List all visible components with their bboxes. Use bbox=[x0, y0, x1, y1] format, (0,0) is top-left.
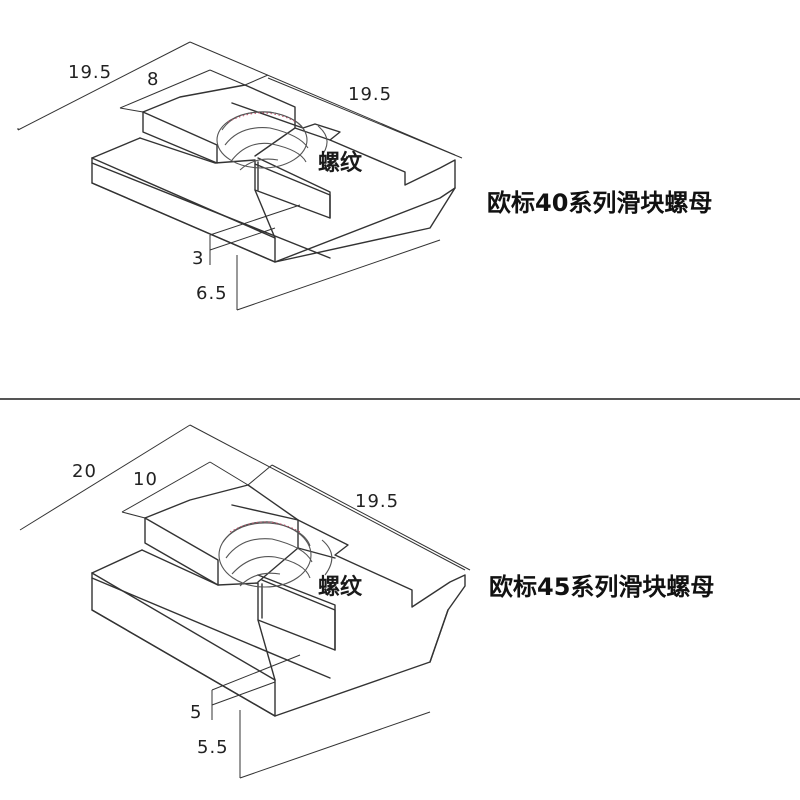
base-top-front-edge bbox=[91, 549, 143, 574]
boss-outline bbox=[144, 517, 219, 586]
thread-label: 螺纹 bbox=[318, 150, 363, 176]
dim-total-width: 19.5 bbox=[68, 62, 112, 83]
t-nut-body bbox=[91, 484, 466, 717]
t-nut-drawing: 20 10 19.5 5 5.5 螺纹 bbox=[19, 424, 471, 779]
dim-length: 19.5 bbox=[348, 84, 392, 105]
boss-outline bbox=[142, 111, 218, 164]
panel-divider bbox=[0, 398, 800, 400]
boss-right-face bbox=[294, 127, 331, 141]
dim-boss-width: 10 bbox=[133, 469, 158, 490]
dim-boss-height: 3 bbox=[192, 248, 204, 269]
boss-top bbox=[142, 84, 296, 157]
base-outline bbox=[91, 102, 456, 263]
base-top-front-edge bbox=[91, 137, 141, 159]
slot-edge bbox=[261, 579, 336, 651]
thread-hole bbox=[218, 521, 333, 588]
dimension-lines bbox=[19, 424, 471, 779]
dim-total-width: 20 bbox=[72, 461, 97, 482]
shoulder-base bbox=[91, 572, 276, 681]
shoulder-side bbox=[257, 619, 276, 681]
t-nut-body bbox=[91, 84, 456, 263]
slot-edge bbox=[257, 157, 331, 219]
panel-euro-40: 19.5 8 19.5 3 6.5 螺纹 欧标40系列滑块螺母 bbox=[17, 41, 713, 311]
thread-label: 螺纹 bbox=[318, 574, 363, 600]
shoulder-side bbox=[254, 189, 276, 239]
series-title: 欧标45系列滑块螺母 bbox=[489, 573, 715, 601]
dim-length: 19.5 bbox=[355, 491, 399, 512]
dim-boss-width: 8 bbox=[147, 69, 159, 90]
thread-hole bbox=[216, 111, 328, 171]
boss-right-face bbox=[297, 547, 336, 559]
base-front-inner bbox=[91, 577, 331, 679]
dimension-lines bbox=[17, 41, 463, 311]
base-bottom-front bbox=[91, 609, 276, 717]
dim-base-height: 5.5 bbox=[197, 737, 229, 758]
shoulder-step bbox=[141, 549, 336, 651]
dim-base-height: 6.5 bbox=[196, 283, 228, 304]
dim-boss-height: 5 bbox=[190, 702, 202, 723]
series-title: 欧标40系列滑块螺母 bbox=[487, 189, 713, 217]
t-nut-drawing: 19.5 8 19.5 3 6.5 螺纹 bbox=[17, 41, 463, 311]
shoulder-base bbox=[91, 157, 276, 239]
panel-euro-45: 20 10 19.5 5 5.5 螺纹 欧标45系列滑块螺母 bbox=[0, 400, 800, 800]
base-right-end bbox=[274, 187, 456, 263]
boss-top bbox=[144, 484, 299, 583]
base-outline bbox=[91, 504, 466, 717]
base-right-end bbox=[429, 609, 449, 663]
